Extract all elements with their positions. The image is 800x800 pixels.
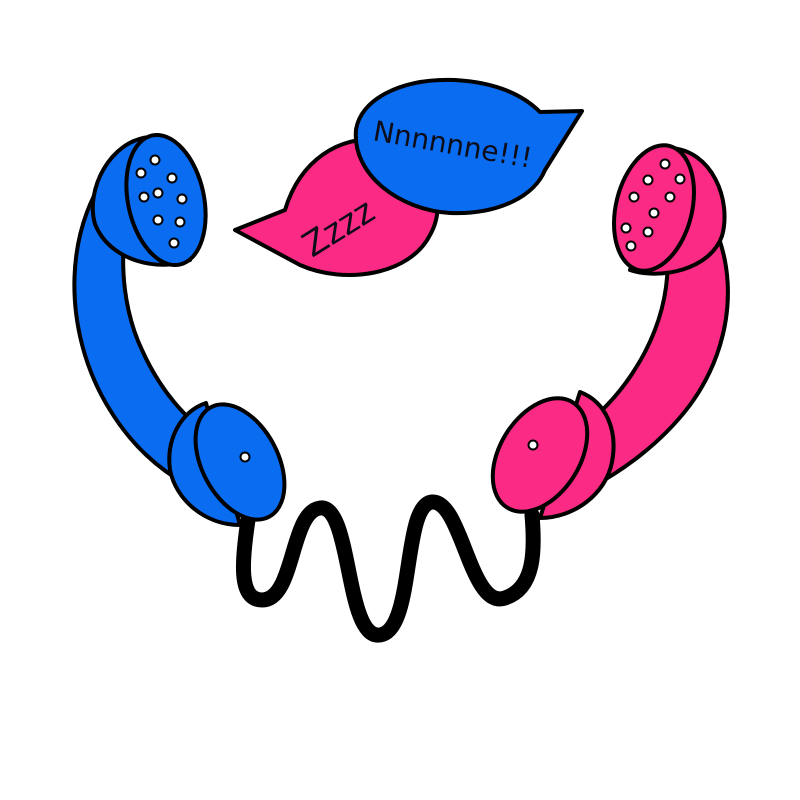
blue-speech-bubble: Nnnnnne!!! — [353, 77, 584, 216]
pink-mouthpiece-hole — [527, 439, 539, 451]
blue-mouthpiece-hole — [239, 451, 251, 463]
pink-earpiece-holes — [620, 158, 686, 252]
blue-earpiece-holes — [135, 154, 188, 249]
blue-mouthpiece-face — [193, 402, 287, 522]
pink-mouthpiece-face — [490, 396, 590, 514]
blue-phone-handset-icon — [72, 132, 287, 527]
blue-earpiece-face — [124, 132, 208, 268]
coiled-cord-icon — [235, 494, 541, 643]
pink-phone-handset-icon — [490, 143, 730, 520]
